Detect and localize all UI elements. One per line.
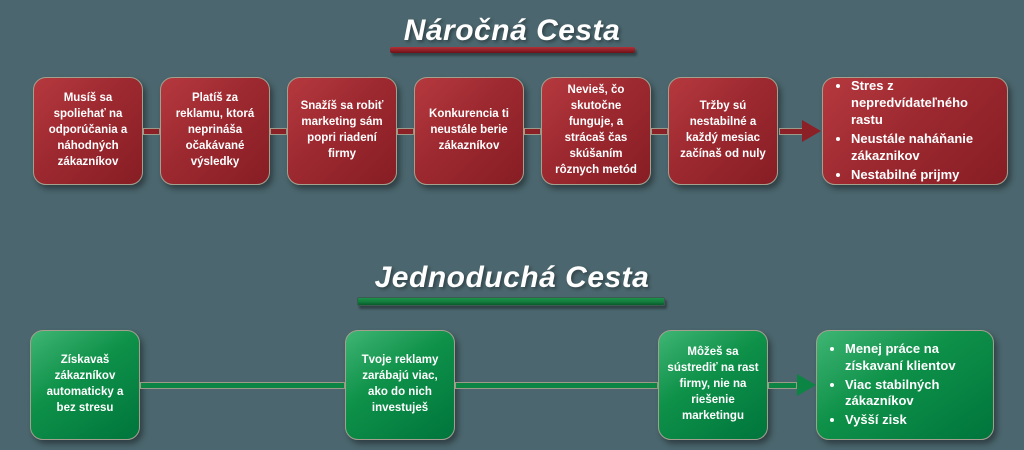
connector-line [143, 128, 160, 135]
hard-path-step-5: Nevieš, čo skutočne funguje, a strácaš č… [541, 77, 651, 185]
arrow-shaft [779, 128, 803, 135]
easy-path-title: Jednoduchá Cesta [374, 261, 650, 294]
step-text: Konkurencia ti neustále berie zákazníkov [429, 108, 509, 152]
hard-path-step-2: Platíš za reklamu, ktorá neprináša očaká… [160, 77, 270, 185]
arrow-right-icon [802, 120, 821, 142]
step-text: Snažíš sa robiť marketing sám popri riad… [300, 100, 384, 160]
connector-line [397, 128, 414, 135]
hard-path-title: Náročná Cesta [403, 14, 621, 47]
outcome-item: Stres z nepredvídateľného rastu [851, 78, 999, 129]
step-text: Platíš za reklamu, ktorá neprináša očaká… [175, 92, 255, 168]
easy-path-step-2: Tvoje reklamy zarábajú viac, ako do nich… [345, 330, 455, 440]
hard-path-title-underline [390, 47, 635, 53]
step-text: Získavaš zákazníkov automaticky a bez st… [46, 354, 124, 414]
step-text: Môžeš sa sústrediť na rast firmy, nie na… [667, 346, 759, 422]
easy-path-step-3: Môžeš sa sústrediť na rast firmy, nie na… [658, 330, 768, 440]
connector-line [524, 128, 541, 135]
outcome-item: Viac stabilných zákazníkov [845, 377, 985, 411]
outcome-item: Neustále naháňanie zákaznikov [851, 131, 999, 165]
step-text: Tržby sú nestabilné a každý mesiac začín… [680, 100, 766, 160]
easy-path-outcomes: Menej práce na získavaní klientov Viac s… [816, 330, 994, 440]
hard-path-step-6: Tržby sú nestabilné a každý mesiac začín… [668, 77, 778, 185]
hard-path-step-1: Musíš sa spoliehať na odporúčania a náho… [33, 77, 143, 185]
easy-path-step-1: Získavaš zákazníkov automaticky a bez st… [30, 330, 140, 440]
outcome-item: Vyšší zisk [845, 412, 907, 429]
connector-line [651, 128, 668, 135]
connector-line [455, 382, 658, 389]
hard-path-step-3: Snažíš sa robiť marketing sám popri riad… [287, 77, 397, 185]
outcome-item: Nestabilné prijmy [851, 167, 959, 184]
step-text: Tvoje reklamy zarábajú viac, ako do nich… [361, 354, 439, 414]
arrow-right-icon [797, 374, 816, 396]
arrow-shaft [768, 382, 797, 389]
hard-path-outcomes: Stres z nepredvídateľného rastu Neustále… [822, 77, 1008, 185]
easy-path-title-underline [357, 297, 665, 306]
connector-line [270, 128, 287, 135]
outcome-item: Menej práce na získavaní klientov [845, 341, 985, 375]
step-text: Musíš sa spoliehať na odporúčania a náho… [48, 92, 128, 168]
hard-path-step-4: Konkurencia ti neustále berie zákazníkov [414, 77, 524, 185]
step-text: Nevieš, čo skutočne funguje, a strácaš č… [555, 84, 637, 176]
connector-line [140, 382, 345, 389]
